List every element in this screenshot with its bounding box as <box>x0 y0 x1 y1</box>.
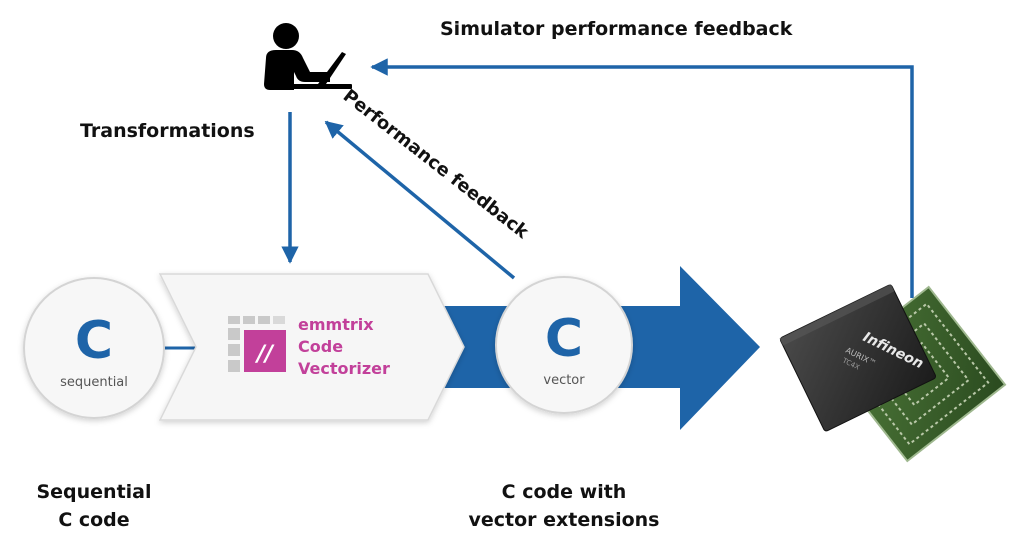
sequential-label-line2: C code <box>58 509 130 531</box>
vectorizer-name-line3: Vectorizer <box>298 359 390 378</box>
vectorizer-logo <box>228 316 286 372</box>
vector-letter: C <box>545 309 583 369</box>
transformations-label: Transformations <box>80 120 255 142</box>
microcontroller-chip-image <box>779 284 1007 463</box>
vector-label-line2: vector extensions <box>468 509 660 531</box>
vector-circle <box>495 276 633 414</box>
vector-code-label: C code with vector extensions <box>436 478 692 534</box>
user-at-laptop-icon <box>264 23 352 90</box>
vector-caption: vector <box>543 373 585 388</box>
sequential-letter: C <box>75 311 113 371</box>
vectorizer-name-line2: Code <box>298 337 343 356</box>
simulator-feedback-arrow <box>370 58 914 298</box>
sequential-caption: sequential <box>60 375 128 390</box>
performance-feedback-arrow <box>324 120 516 280</box>
sequential-c-code-label: Sequential C code <box>22 478 166 534</box>
simulator-feedback-label: Simulator performance feedback <box>440 18 793 40</box>
vector-label-line1: C code with <box>501 481 627 503</box>
vectorizer-name-line1: emmtrix <box>298 315 374 334</box>
vectorizer-icon-text: // <box>254 342 275 367</box>
vectorizer-box <box>158 273 465 421</box>
performance-feedback-label: Performance feedback <box>339 85 533 243</box>
sequential-circle <box>23 277 165 419</box>
sequential-label-line1: Sequential <box>36 481 152 503</box>
